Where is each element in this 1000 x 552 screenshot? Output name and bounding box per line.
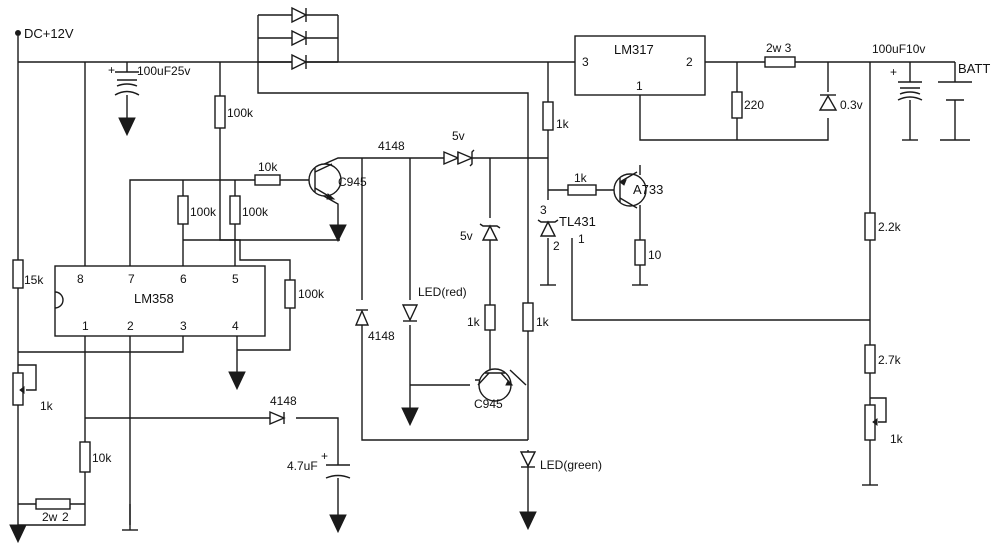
label-1k-b: 1k (574, 171, 588, 185)
lm358-label: LM358 (134, 291, 174, 306)
label-4148-b: 4148 (270, 394, 297, 408)
resistor-100k-a (178, 196, 188, 224)
diode-bank (292, 8, 306, 69)
label-2w-value: 2 (62, 510, 69, 524)
pin-4: 4 (232, 319, 239, 333)
lm317-pin-adj: 1 (636, 79, 643, 93)
resistor-220 (732, 92, 742, 118)
label-supply: DC+12V (24, 26, 74, 41)
svg-text:+: + (890, 65, 897, 79)
resistor-2k2 (865, 213, 875, 240)
ground-icon (520, 512, 536, 529)
resistor-10k-left (80, 442, 90, 472)
label-pot-1k-left: 1k (40, 399, 54, 413)
diodes (270, 95, 836, 467)
resistor-1k-c (485, 305, 495, 330)
label-1k-c: 1k (467, 315, 481, 329)
lm317-regulator: LM317 3 2 1 (575, 36, 705, 95)
label-r10: 10 (648, 248, 662, 262)
resistor-1k-b (568, 185, 596, 195)
label-tl431: TL431 (559, 214, 596, 229)
label-4148-a: 4148 (378, 139, 405, 153)
label-2w: 2w (42, 510, 58, 524)
label-220: 220 (744, 98, 764, 112)
label-15k: 15k (24, 273, 44, 287)
resistor-1k-d (523, 303, 533, 331)
resistor-1k-a (543, 102, 553, 130)
resistor-2w3 (765, 57, 795, 67)
label-c-out: 100uF10v (872, 42, 925, 56)
svg-text:+: + (321, 449, 328, 463)
label-r-sense: 2w 3 (766, 41, 792, 55)
label-10k-left: 10k (92, 451, 112, 465)
ground-icon (119, 118, 135, 135)
label-2-2k: 2.2k (878, 220, 902, 234)
label-1k-d: 1k (536, 315, 550, 329)
label-100k-top: 100k (227, 106, 254, 120)
transistors (309, 164, 646, 401)
ground-icon (330, 225, 346, 241)
label-100k-c: 100k (298, 287, 325, 301)
label-2-7k: 2.7k (878, 353, 902, 367)
resistor-2w2 (36, 499, 70, 509)
lm358-opamp: LM358 8 7 6 5 1 2 3 4 (55, 266, 265, 336)
junctions (16, 31, 21, 36)
ground-icon (229, 372, 245, 389)
pin-5: 5 (232, 272, 239, 286)
label-led-red: LED(red) (418, 285, 467, 299)
label-pot-1k-right: 1k (890, 432, 904, 446)
label-100k-a: 100k (190, 205, 217, 219)
label-100k-b: 100k (242, 205, 269, 219)
resistor-2k7 (865, 345, 875, 373)
label-batt: BATT (958, 61, 990, 76)
label-5v-a: 5v (452, 129, 465, 143)
label-a733: A733 (633, 182, 663, 197)
resistor-100k-top (215, 96, 225, 128)
svg-text:+: + (108, 63, 115, 77)
resistor-100k-c (285, 280, 295, 308)
resistor-100k-b (230, 196, 240, 224)
label-c-in: 100uF25v (137, 64, 190, 78)
ground-icon (10, 525, 26, 542)
pin-2: 2 (127, 319, 134, 333)
label-c945-top: C945 (338, 175, 367, 189)
pin-7: 7 (128, 272, 135, 286)
label-tl-pin2: 2 (553, 239, 560, 253)
lm317-pin-in: 3 (582, 55, 589, 69)
resistor-10k-base (255, 175, 280, 185)
resistor-10 (635, 240, 645, 265)
label-4148-c: 4148 (368, 329, 395, 343)
label-led-green: LED(green) (540, 458, 602, 472)
pin-6: 6 (180, 272, 187, 286)
lm317-pin-out: 2 (686, 55, 693, 69)
label-tl-pin3: 3 (540, 203, 547, 217)
label-4-7uf: 4.7uF (287, 459, 318, 473)
label-c945-bottom: C945 (474, 397, 503, 411)
ground-icon (330, 515, 346, 532)
pin-1: 1 (82, 319, 89, 333)
potentiometers (13, 365, 886, 440)
label-10k-base: 10k (258, 160, 278, 174)
pin-8: 8 (77, 272, 84, 286)
label-0-3v: 0.3v (840, 98, 863, 112)
pin-3: 3 (180, 319, 187, 333)
resistor-15k (13, 260, 23, 288)
ground-icon (402, 408, 418, 425)
label-1k-a: 1k (556, 117, 570, 131)
label-5v-b: 5v (460, 229, 473, 243)
label-tl-pin1: 1 (578, 232, 585, 246)
lm317-label: LM317 (614, 42, 654, 57)
